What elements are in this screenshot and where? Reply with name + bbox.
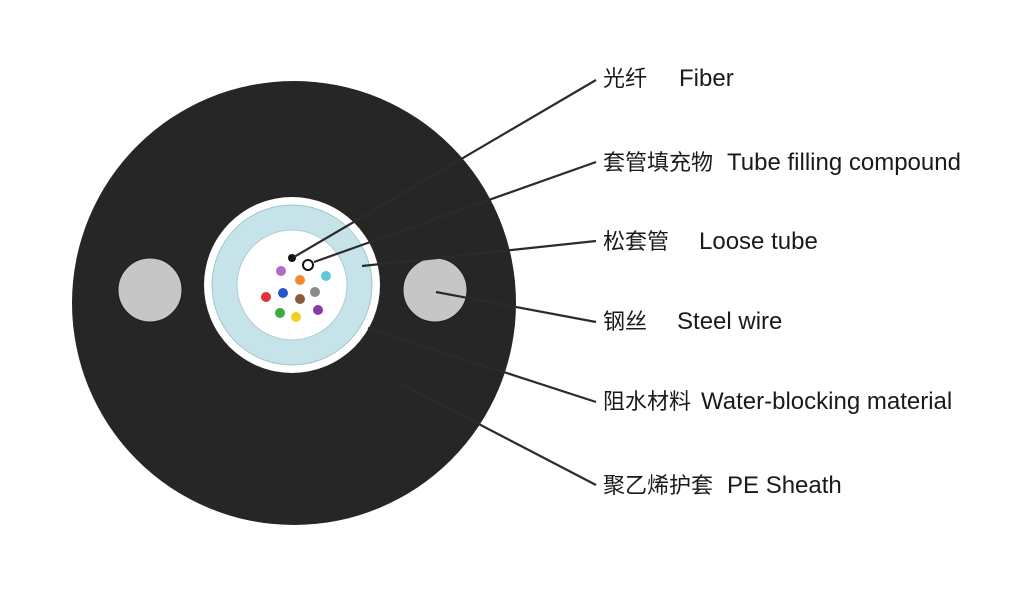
leader-line-steel (435, 290, 597, 324)
label-tube-filling-cn: 套管填充物 (603, 151, 714, 176)
leader-line-filling (313, 160, 597, 264)
label-loose-tube-en: Loose tube (699, 228, 818, 255)
leader-line-fiber (293, 79, 597, 258)
fiber-dot (261, 292, 271, 302)
label-tube-filling: 套管填充物 Tube filling compound (603, 150, 961, 177)
fiber-dot (310, 287, 320, 297)
label-water-blocking: 阻水材料 Water-blocking material (603, 389, 952, 416)
label-pe-sheath-cn: 聚乙烯护套 (603, 474, 714, 499)
leader-lines (293, 79, 597, 486)
label-water-blocking-en: Water-blocking material (701, 388, 953, 415)
label-steel-wire-en: Steel wire (677, 308, 783, 335)
label-tube-filling-en: Tube filling compound (727, 149, 961, 176)
fiber-black-dot (288, 254, 296, 262)
label-fiber-cn: 光纤 (603, 67, 648, 92)
label-fiber: 光纤 Fiber (603, 66, 734, 93)
fiber-dot (278, 288, 288, 298)
label-loose-tube-cn: 松套管 (603, 230, 670, 255)
fiber-dot (321, 271, 331, 281)
steel-wire-right (402, 257, 468, 323)
tube-filling-compound (236, 229, 348, 341)
fiber-ring-dot (302, 259, 314, 271)
fiber-dot (295, 275, 305, 285)
label-steel-wire: 钢丝 Steel wire (603, 309, 782, 336)
label-pe-sheath-en: PE Sheath (727, 472, 842, 499)
fiber-dot (313, 305, 323, 315)
label-loose-tube: 松套管 Loose tube (603, 229, 818, 256)
fiber-dot (291, 312, 301, 322)
leader-line-loose (361, 239, 597, 268)
fiber-group (261, 266, 331, 322)
fiber-dot (276, 266, 286, 276)
fiber-dot (275, 308, 285, 318)
fiber-dot (295, 294, 305, 304)
steel-wire-left (117, 257, 183, 323)
label-fiber-en: Fiber (679, 65, 734, 92)
label-steel-wire-cn: 钢丝 (603, 310, 648, 335)
label-pe-sheath: 聚乙烯护套 PE Sheath (603, 473, 842, 500)
leader-line-sheath (397, 381, 597, 486)
leader-line-water (367, 326, 597, 404)
label-water-blocking-cn: 阻水材料 (603, 390, 692, 415)
